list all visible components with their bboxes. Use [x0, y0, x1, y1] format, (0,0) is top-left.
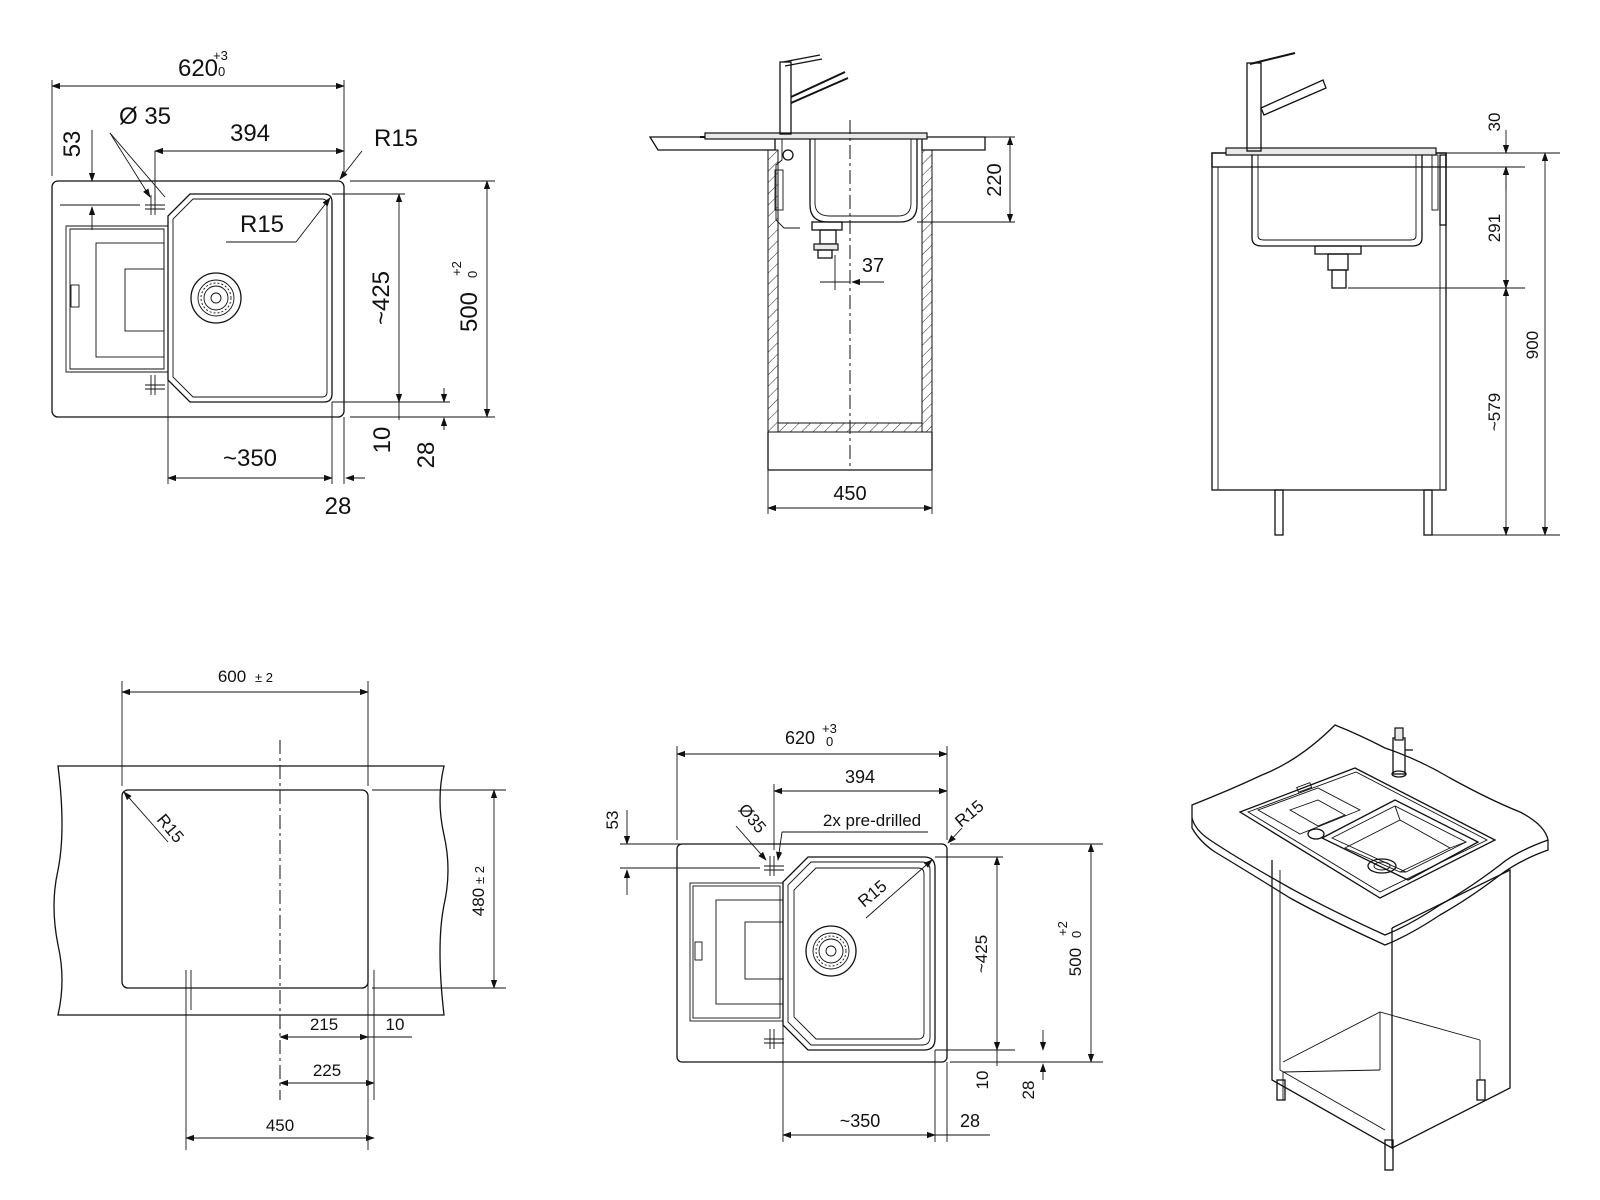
dim-drainer-length: ~350: [840, 1111, 881, 1131]
dim-bowl-depth: ~425: [972, 935, 991, 973]
sink-outline: [51, 180, 345, 418]
dim-width-tol-upper: +3: [822, 721, 837, 736]
drainer: [65, 225, 169, 373]
worktop-right: [921, 136, 986, 151]
cabinet-leg: [1384, 1139, 1394, 1171]
bowl: [167, 193, 333, 403]
dim-radius-inner: R15: [854, 876, 890, 911]
dim-gap-28-vertical: 28: [1019, 1081, 1038, 1100]
drainer: [1256, 787, 1362, 835]
sink-rim: [704, 132, 928, 140]
tap: [1391, 727, 1413, 778]
pre-drilled-note: 2x pre-drilled: [823, 811, 921, 830]
dim-cutout-width: 600: [218, 667, 246, 686]
tap: [1246, 52, 1327, 152]
bowl: [1320, 799, 1480, 881]
cabinet-leg: [1276, 1079, 1286, 1101]
dim-width: 620: [178, 55, 218, 82]
top-view: 620 +3 0 394 Ø 35 53 R15 R15 ~425 500 +2: [51, 48, 495, 520]
worktop: [1191, 724, 1549, 936]
tap-hole-marker: [764, 1029, 784, 1049]
section-bowl: [809, 139, 918, 223]
drain-icon: [190, 272, 242, 324]
dim-10: 10: [386, 1015, 405, 1034]
dim-depth: 500: [1066, 948, 1085, 976]
worktop: [53, 765, 449, 1016]
cabinet-leg: [1476, 1079, 1486, 1101]
dim-900: 900: [1523, 331, 1542, 359]
cabinet-body: [1211, 152, 1447, 491]
dim-bowl-width: 394: [230, 120, 270, 147]
dim-291: 291: [1485, 214, 1504, 242]
dim-215: 215: [310, 1015, 338, 1034]
cabinet-leg: [1274, 489, 1284, 536]
tap-hole: [1307, 828, 1325, 840]
cabinet-leg: [1423, 489, 1433, 536]
dim-cabinet-width: 450: [833, 483, 866, 505]
dim-width-tol-lower: 0: [218, 64, 225, 79]
dim-53: 53: [59, 131, 86, 158]
dim-579: ~579: [1485, 393, 1504, 431]
dim-gap-28-horizontal: 28: [325, 493, 352, 520]
dim-cutout-width-tol: ± 2: [255, 670, 273, 685]
dim-225: 225: [313, 1061, 341, 1080]
dim-gap-10: 10: [369, 427, 396, 454]
cabinet-right-wall: [921, 149, 933, 433]
dim-depth: 500: [456, 292, 483, 332]
bowl: [782, 856, 936, 1051]
dim-radius-outer: R15: [374, 125, 418, 152]
cutout-view: 600 ± 2 480 ± 2 R15 215 10 225 450: [53, 667, 506, 1150]
drain-trap: [811, 221, 843, 259]
dim-radius-inner: R15: [240, 211, 284, 238]
dim-width: 620: [785, 728, 815, 748]
dim-radius-outer: R15: [951, 796, 987, 831]
dim-cutout-radius: R15: [153, 810, 188, 846]
drain-trap: [1314, 245, 1362, 289]
dim-450: 450: [266, 1116, 294, 1135]
tap: [779, 54, 849, 135]
sink-outline: [676, 843, 948, 1063]
drain-icon: [1367, 858, 1397, 874]
dim-cutout-height-tol: ± 2: [472, 866, 487, 884]
side-bowl: [1251, 155, 1423, 247]
side-view: 30 291 ~579 900: [1211, 52, 1560, 536]
sink-rim: [1238, 767, 1497, 899]
dim-hole-dia: Ø35: [735, 800, 770, 837]
dim-53: 53: [603, 811, 622, 830]
dim-cutout-height: 480: [469, 888, 488, 916]
dim-depth-tol-lower: 0: [1069, 931, 1084, 938]
top-view-2: 620 +3 0 394 53 Ø35 2x pre-drilled R15 R…: [603, 721, 1103, 1142]
dim-drainer-length: ~350: [223, 445, 277, 472]
tap-hole-marker: [145, 375, 165, 395]
dim-30: 30: [1485, 113, 1504, 132]
tap-hole-marker: [145, 195, 165, 215]
cabinet-left-wall: [767, 149, 779, 433]
drain-icon: [805, 925, 857, 977]
drainer: [689, 882, 784, 1022]
dim-hole-dia: Ø 35: [119, 103, 171, 130]
dim-depth-tol-lower: 0: [465, 271, 480, 278]
dim-gap-10: 10: [973, 1071, 992, 1090]
sink-rim: [1225, 147, 1437, 156]
cutout: [121, 789, 369, 989]
dim-gap-28-horizontal: 28: [960, 1111, 980, 1131]
dim-depth-tol-upper: +2: [1055, 921, 1070, 936]
cabinet: [1271, 860, 1511, 1171]
dim-width-tol-lower: 0: [826, 734, 833, 749]
dim-bowl-width: 394: [845, 767, 875, 787]
dim-bowl-depth: ~425: [368, 271, 395, 325]
tap-hole-marker: [764, 856, 784, 876]
dim-bowl-depth: 220: [984, 163, 1006, 196]
dim-width-tol-upper: +3: [213, 48, 228, 63]
dim-waste-offset: 37: [862, 255, 884, 277]
dim-gap-28-vertical: 28: [413, 442, 440, 469]
dim-depth-tol-upper: +2: [449, 261, 464, 276]
isometric-view: [1191, 724, 1549, 1171]
section-view: 220 37 450: [648, 54, 1015, 514]
